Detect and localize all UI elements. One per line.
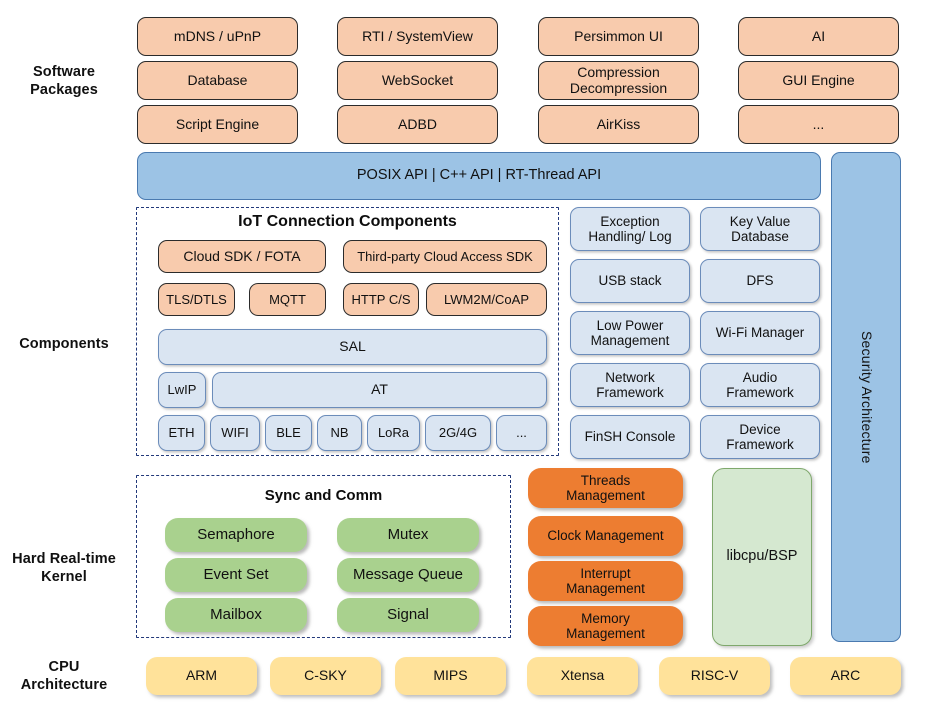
component-key-value-database[interactable]: Key Value Database xyxy=(700,207,820,251)
kernel-memory-management[interactable]: Memory Management xyxy=(528,606,683,646)
cpu-arch-arc[interactable]: ARC xyxy=(790,657,901,695)
package-persimmon-ui[interactable]: Persimmon UI xyxy=(538,17,699,56)
iot-at[interactable]: AT xyxy=(212,372,547,408)
ipc-signal[interactable]: Signal xyxy=(337,598,479,632)
libcpu-bsp[interactable]: libcpu/BSP xyxy=(712,468,812,646)
ipc-event-set[interactable]: Event Set xyxy=(165,558,307,592)
cpu-arch-c-sky[interactable]: C-SKY xyxy=(270,657,381,695)
iot-link-nb[interactable]: NB xyxy=(317,415,362,451)
package-gui-engine[interactable]: GUI Engine xyxy=(738,61,899,100)
iot-connection-title: IoT Connection Components xyxy=(238,213,457,230)
package-mdns-upnp[interactable]: mDNS / uPnP xyxy=(137,17,298,56)
kernel-interrupt-management[interactable]: Interrupt Management xyxy=(528,561,683,601)
iot-link-ellipsis[interactable]: ... xyxy=(496,415,547,451)
package-ellipsis[interactable]: ... xyxy=(738,105,899,144)
ipc-mailbox[interactable]: Mailbox xyxy=(165,598,307,632)
ipc-mutex[interactable]: Mutex xyxy=(337,518,479,552)
package-ai[interactable]: AI xyxy=(738,17,899,56)
package-database[interactable]: Database xyxy=(137,61,298,100)
iot-tls-dtls[interactable]: TLS/DTLS xyxy=(158,283,235,316)
iot-link-wifi[interactable]: WIFI xyxy=(210,415,260,451)
layer-label-cpu-architecture: CPU Architecture xyxy=(20,659,108,693)
kernel-threads-management[interactable]: Threads Management xyxy=(528,468,683,508)
iot-lwm2m-coap[interactable]: LWM2M/CoAP xyxy=(426,283,547,316)
iot-link-lora[interactable]: LoRa xyxy=(367,415,420,451)
ipc-message-queue[interactable]: Message Queue xyxy=(337,558,479,592)
layer-label-hard-real-time-kernel: Hard Real-time Kernel xyxy=(12,551,116,585)
component-exception-handling-log[interactable]: Exception Handling/ Log xyxy=(570,207,690,251)
component-finsh-console[interactable]: FinSH Console xyxy=(570,415,690,459)
iot-link-eth[interactable]: ETH xyxy=(158,415,205,451)
component-usb-stack[interactable]: USB stack xyxy=(570,259,690,303)
security-architecture-bar[interactable]: Security Architecture xyxy=(831,152,901,642)
iot-sal[interactable]: SAL xyxy=(158,329,547,365)
component-device-framework[interactable]: Device Framework xyxy=(700,415,820,459)
layer-label-software-packages: Software Packages xyxy=(30,64,98,98)
kernel-clock-management[interactable]: Clock Management xyxy=(528,516,683,556)
package-adbd[interactable]: ADBD xyxy=(337,105,498,144)
cpu-arch-mips[interactable]: MIPS xyxy=(395,657,506,695)
iot-lwip[interactable]: LwIP xyxy=(158,372,206,408)
component-network-framework[interactable]: Network Framework xyxy=(570,363,690,407)
cpu-arch-risc-v[interactable]: RISC-V xyxy=(659,657,770,695)
iot-connection-group xyxy=(136,207,559,456)
api-bar[interactable]: POSIX API | C++ API | RT-Thread API xyxy=(137,152,821,200)
iot-third-party-cloud-sdk[interactable]: Third-party Cloud Access SDK xyxy=(343,240,547,273)
sync-and-comm-title: Sync and Comm xyxy=(264,487,383,504)
package-websocket[interactable]: WebSocket xyxy=(337,61,498,100)
iot-http-cs[interactable]: HTTP C/S xyxy=(343,283,419,316)
layer-label-components: Components xyxy=(19,336,109,352)
package-compression[interactable]: Compression Decompression xyxy=(538,61,699,100)
cpu-arch-arm[interactable]: ARM xyxy=(146,657,257,695)
iot-mqtt[interactable]: MQTT xyxy=(249,283,326,316)
iot-cloud-sdk-fota[interactable]: Cloud SDK / FOTA xyxy=(158,240,326,273)
cpu-arch-xtensa[interactable]: Xtensa xyxy=(527,657,638,695)
iot-link-ble[interactable]: BLE xyxy=(265,415,312,451)
component-low-power-management[interactable]: Low Power Management xyxy=(570,311,690,355)
security-architecture-label: Security Architecture xyxy=(858,330,875,464)
component-audio-framework[interactable]: Audio Framework xyxy=(700,363,820,407)
iot-link-2g4g[interactable]: 2G/4G xyxy=(425,415,491,451)
package-rti-systemview[interactable]: RTI / SystemView xyxy=(337,17,498,56)
package-script-engine[interactable]: Script Engine xyxy=(137,105,298,144)
component-dfs[interactable]: DFS xyxy=(700,259,820,303)
ipc-semaphore[interactable]: Semaphore xyxy=(165,518,307,552)
component-wifi-manager[interactable]: Wi-Fi Manager xyxy=(700,311,820,355)
sync-and-comm-group xyxy=(136,475,511,638)
package-airkiss[interactable]: AirKiss xyxy=(538,105,699,144)
